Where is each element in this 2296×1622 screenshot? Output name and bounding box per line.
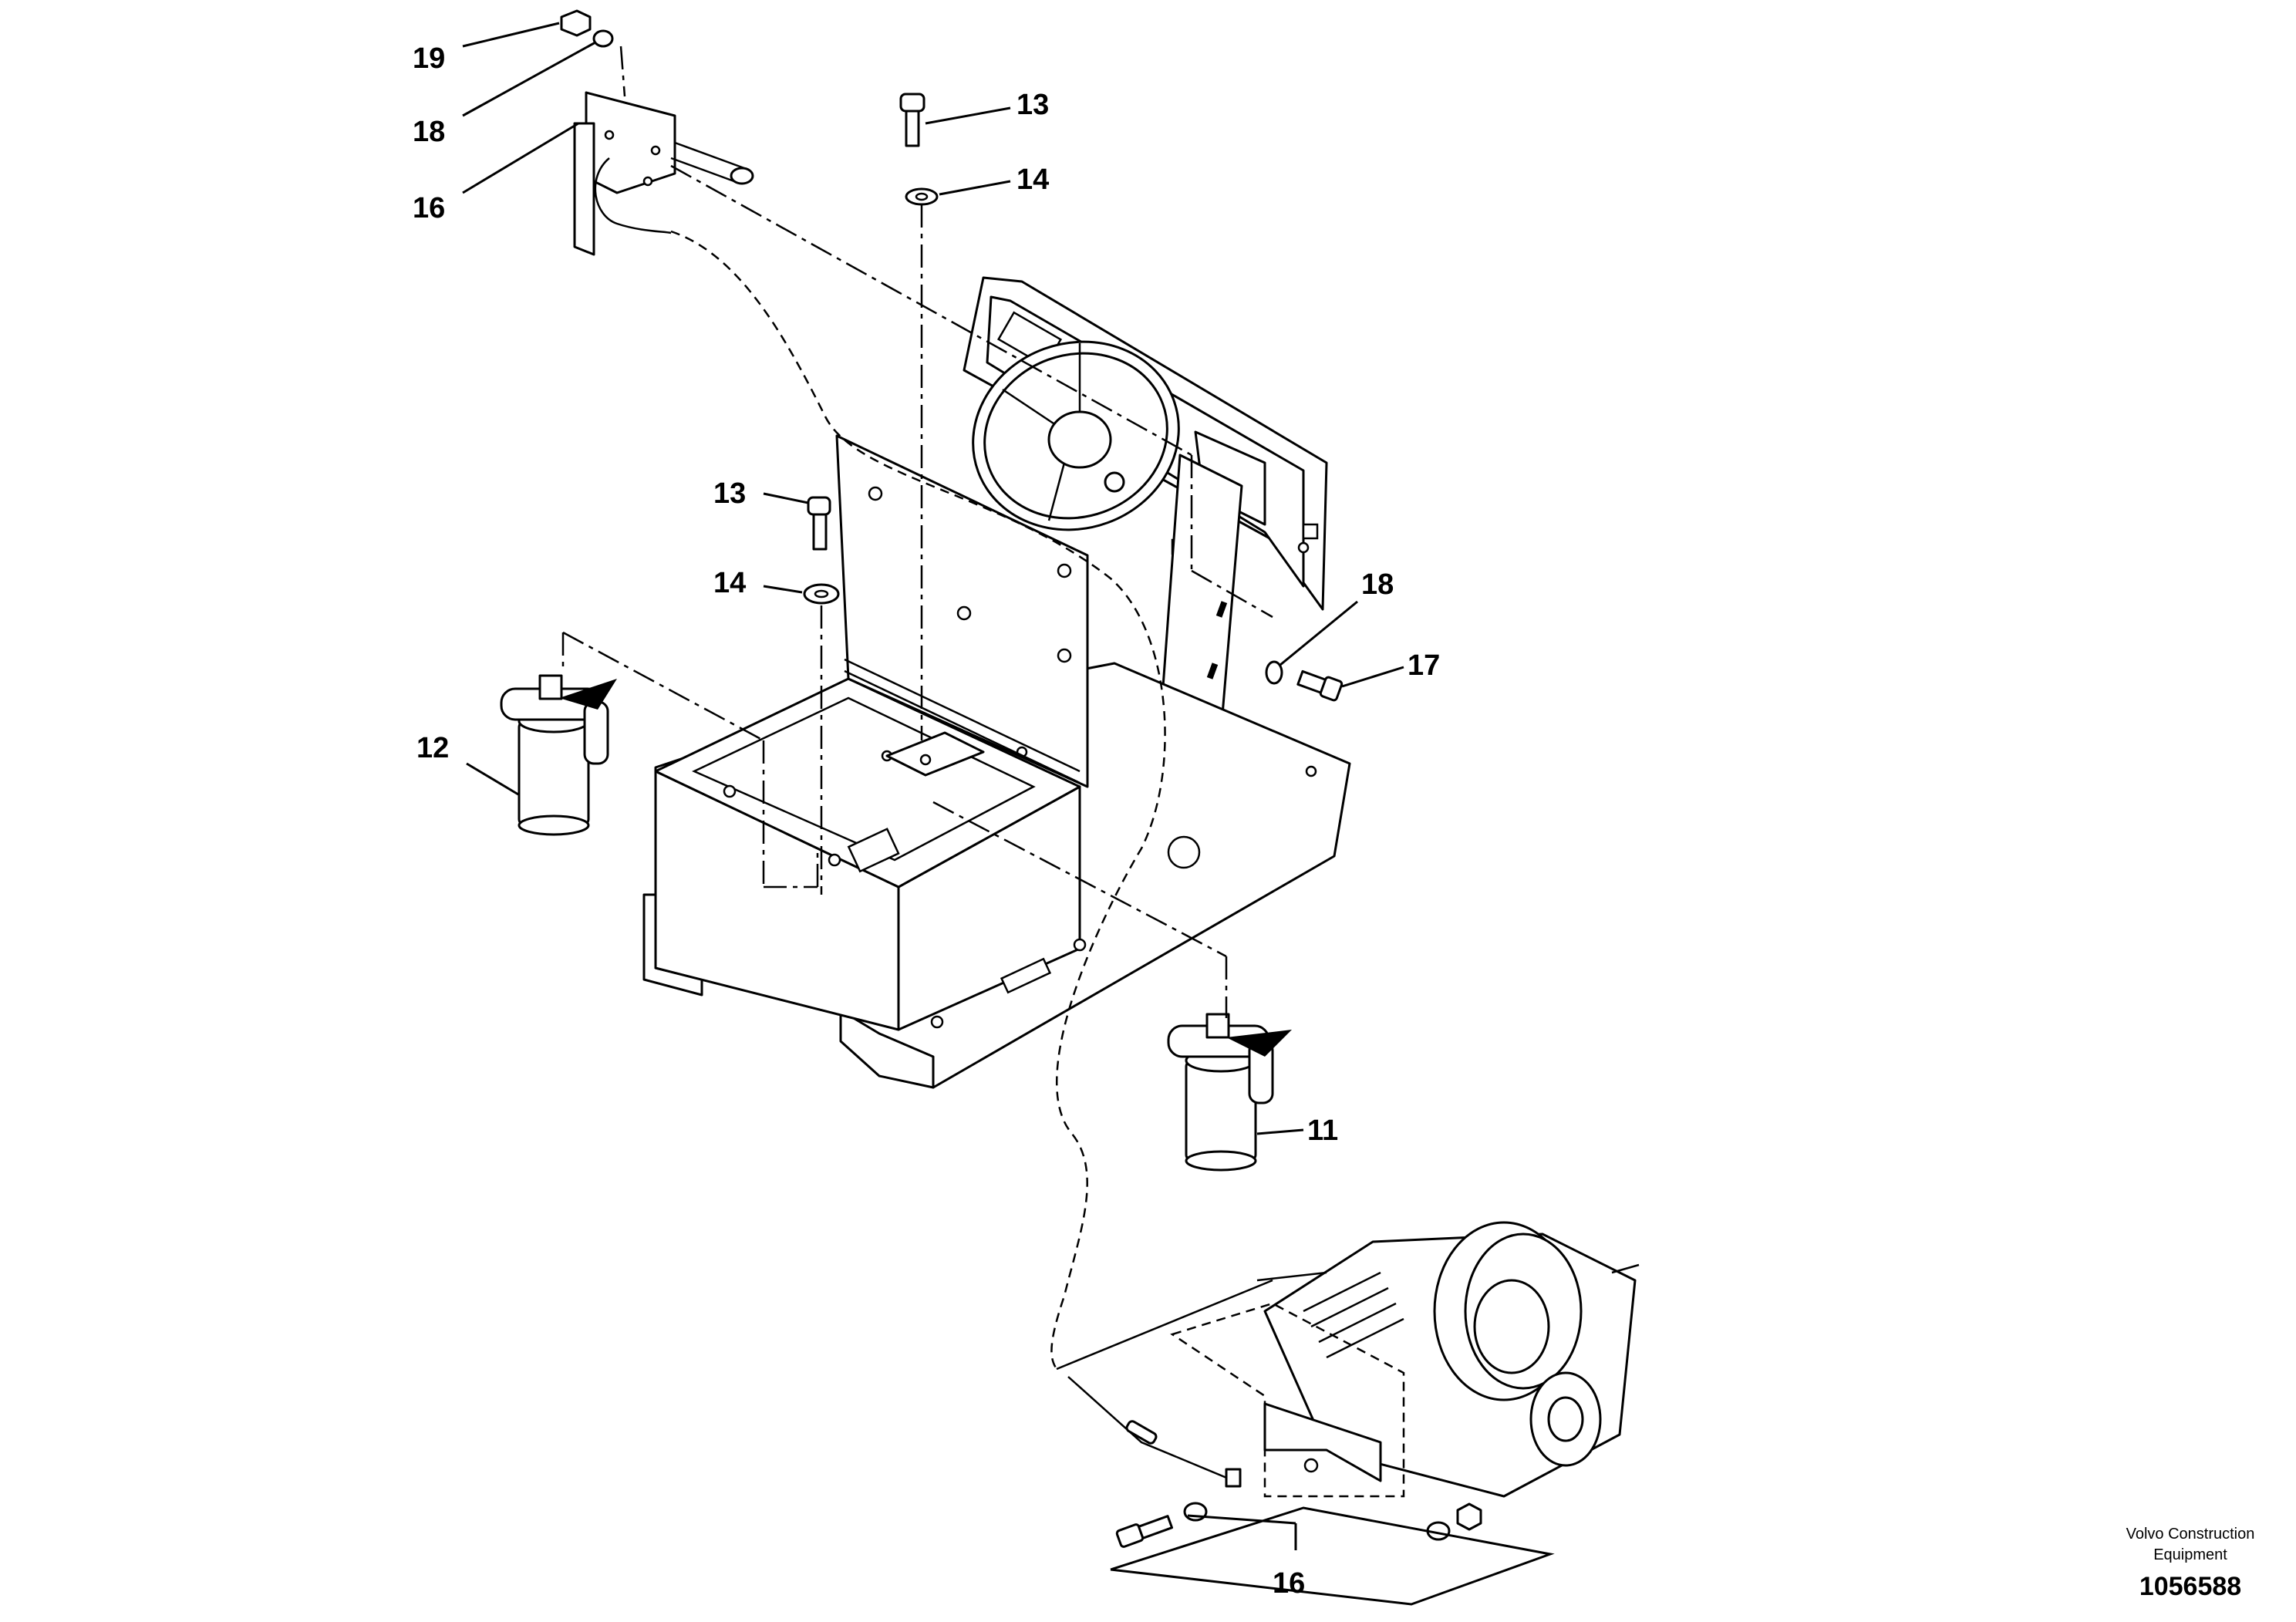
callout-11: 11 — [1307, 1114, 1338, 1147]
throttle-cable — [1056, 1279, 1482, 1548]
engine — [1170, 1221, 1640, 1498]
assembly-lines — [561, 46, 1273, 1370]
chassis-frame — [642, 434, 1351, 1089]
callout-16-bottom: 16 — [1273, 1567, 1305, 1600]
fasteners — [803, 93, 1344, 702]
filter-12 — [500, 674, 617, 836]
callout-19: 19 — [413, 42, 445, 75]
callout-14-top: 14 — [1017, 164, 1049, 196]
callout-17: 17 — [1408, 649, 1440, 682]
callouts: 19 18 16 13 14 13 14 18 17 12 11 16 — [413, 42, 1440, 1600]
callout-16-top: 16 — [413, 192, 445, 224]
callout-13-top: 13 — [1017, 89, 1049, 121]
drawing-number: 1056588 — [2139, 1572, 2241, 1601]
filter-11 — [1167, 1013, 1292, 1172]
brand-line-1: Volvo Construction — [2126, 1526, 2255, 1543]
throttle-bracket-assembly — [560, 9, 754, 256]
callout-13-mid: 13 — [713, 477, 746, 510]
leader-lines — [462, 22, 1555, 1606]
drawing-footer: Volvo Construction Equipment 1056588 — [2126, 1526, 2255, 1601]
callout-18-top: 18 — [413, 116, 445, 148]
brand-line-2: Equipment — [2153, 1546, 2227, 1563]
callout-14-mid: 14 — [713, 567, 746, 599]
callout-18-right: 18 — [1361, 568, 1394, 601]
callout-12: 12 — [416, 732, 449, 764]
